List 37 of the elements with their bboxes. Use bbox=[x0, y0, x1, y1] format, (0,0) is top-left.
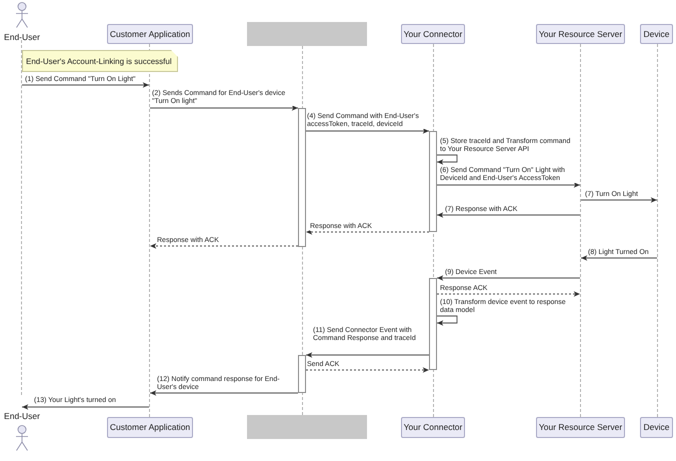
dashed-arrow bbox=[436, 291, 580, 297]
participant-box: Device bbox=[640, 24, 673, 44]
arrow bbox=[580, 255, 658, 261]
note-box bbox=[22, 50, 178, 72]
participant-box: Device bbox=[640, 417, 673, 438]
arrow bbox=[22, 82, 150, 88]
dashed-arrow bbox=[150, 243, 298, 249]
participant-box: Your Resource Server bbox=[536, 417, 625, 438]
activation-bar bbox=[298, 108, 306, 247]
arrow bbox=[306, 128, 430, 134]
participant-name: End-User bbox=[3, 410, 41, 423]
arrow bbox=[436, 154, 458, 165]
participant-box: Your Resource Server bbox=[536, 24, 625, 44]
participant-box bbox=[247, 415, 367, 439]
arrow bbox=[436, 316, 458, 326]
activation-bar bbox=[298, 355, 306, 393]
lifeline bbox=[657, 44, 658, 417]
participant-name: End-User bbox=[3, 31, 41, 44]
activation-bar bbox=[429, 131, 437, 232]
arrow bbox=[306, 352, 430, 358]
dashed-arrow bbox=[306, 367, 430, 373]
arrow bbox=[150, 390, 298, 396]
arrow bbox=[436, 212, 580, 218]
participant-box: Your Connector bbox=[401, 417, 465, 438]
lifeline bbox=[580, 44, 581, 417]
arrow bbox=[150, 105, 298, 111]
participant-box bbox=[247, 22, 367, 46]
arrow bbox=[436, 182, 580, 188]
arrow bbox=[436, 275, 580, 281]
note-text: End-User's Account-Linking is successful bbox=[26, 56, 172, 68]
arrow bbox=[580, 197, 658, 203]
dashed-arrow bbox=[306, 229, 430, 235]
participant-box: Your Connector bbox=[401, 24, 465, 44]
arrow bbox=[22, 404, 150, 410]
participant-box: Customer Application bbox=[107, 417, 193, 438]
participant-box: Customer Application bbox=[107, 24, 193, 44]
activation-bar bbox=[429, 278, 437, 370]
